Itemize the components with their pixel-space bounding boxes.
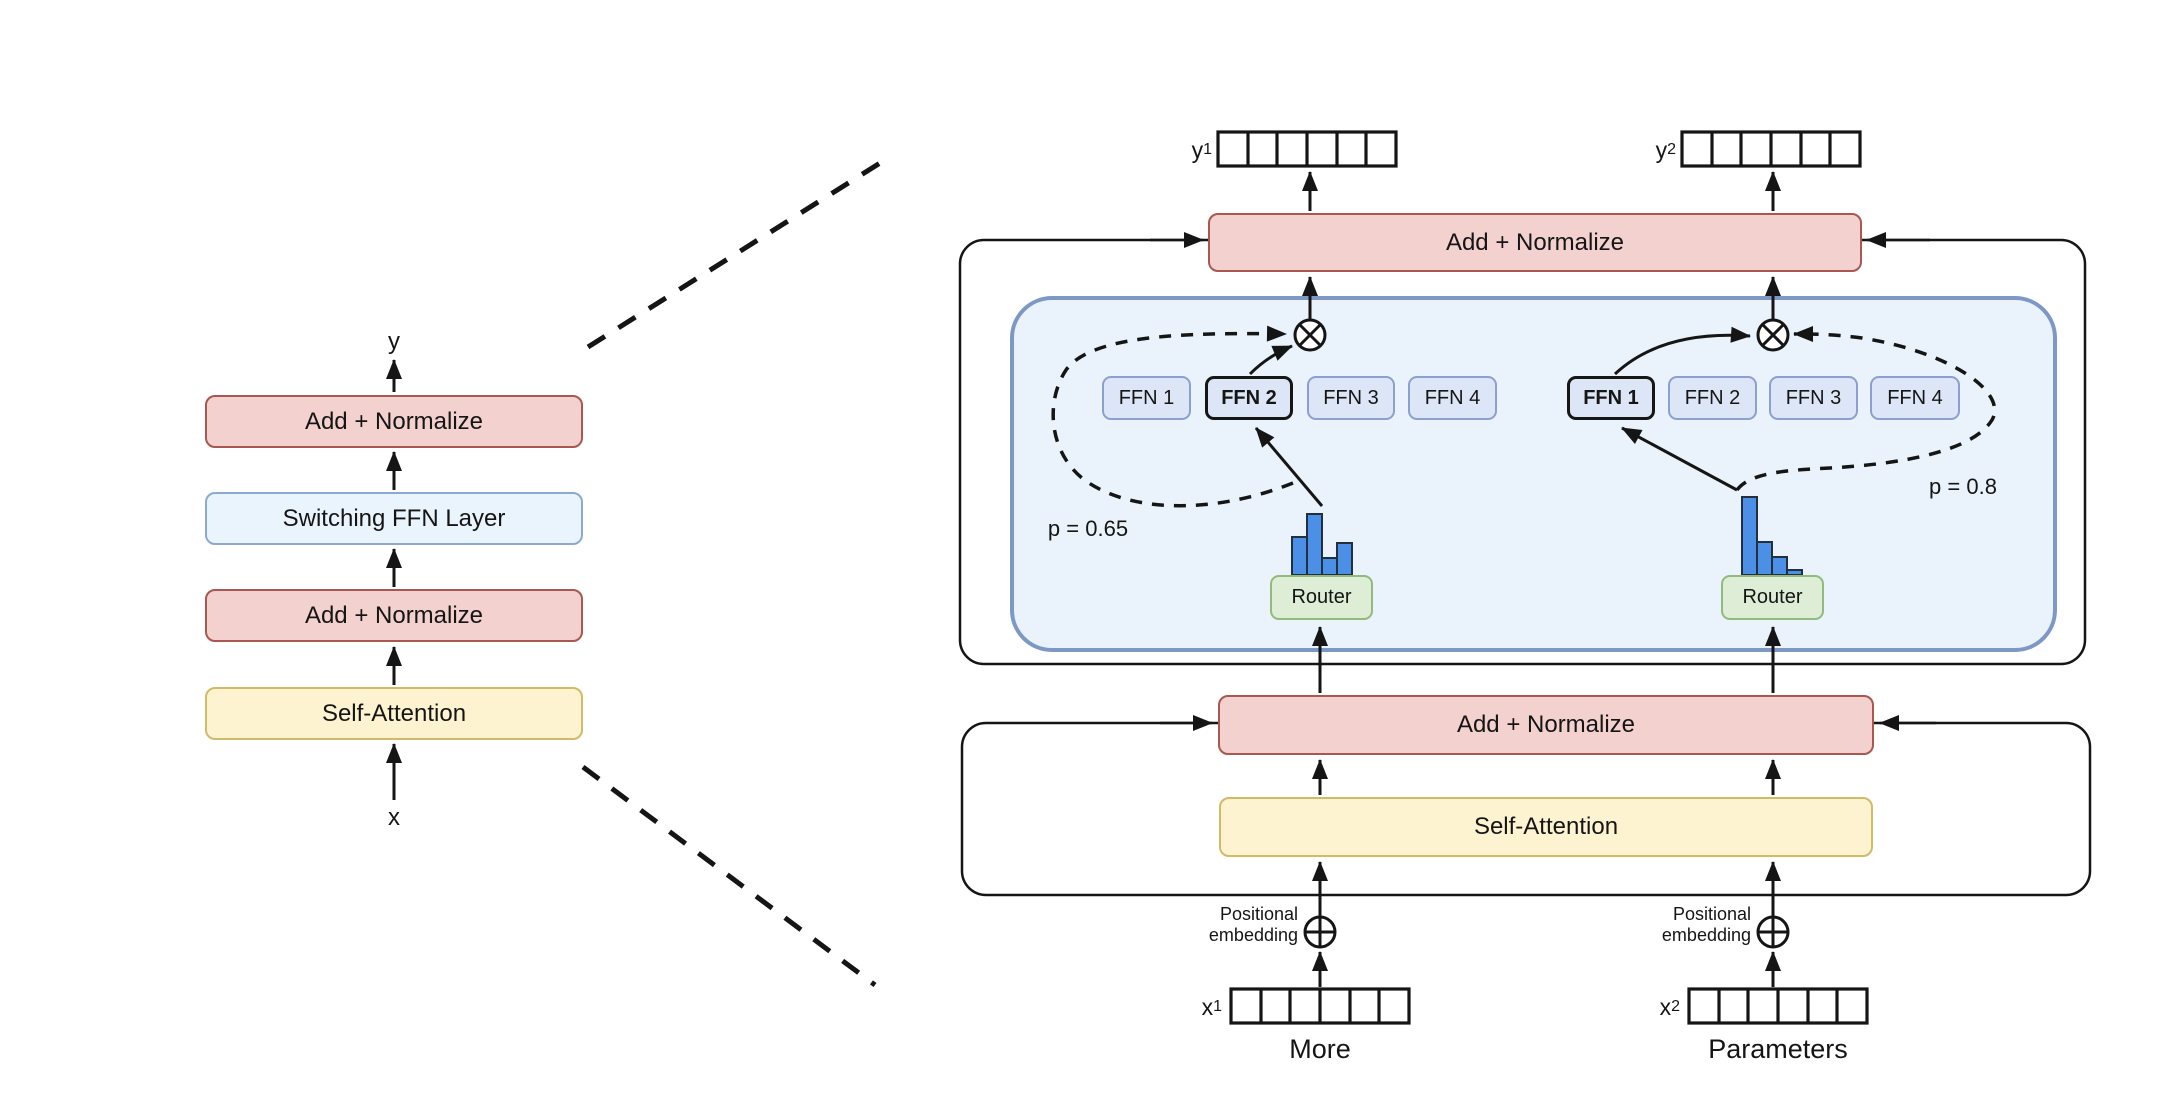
multiply-icon bbox=[1293, 318, 1790, 352]
expert-ffn4-right: FFN 4 bbox=[1870, 376, 1960, 420]
left-input-label: x bbox=[388, 804, 400, 831]
expert-ffn2-right: FFN 2 bbox=[1668, 376, 1757, 420]
zoom-connector-top bbox=[586, 155, 890, 350]
expert-ffn2-left-selected: FFN 2 bbox=[1205, 376, 1293, 420]
y1-base: y bbox=[1191, 136, 1204, 163]
switching-ffn-layer-container bbox=[1010, 296, 2057, 652]
right-mid-add-normalize: Add + Normalize bbox=[1218, 695, 1874, 755]
x1-base: x bbox=[1201, 993, 1214, 1020]
positional-embedding-label-left: Positional embedding bbox=[1208, 904, 1298, 945]
y2-token-vector bbox=[1680, 130, 1862, 168]
router-histogram-2 bbox=[1741, 496, 1803, 576]
y1-token-vector bbox=[1216, 130, 1398, 168]
x2-token-vector bbox=[1687, 987, 1869, 1025]
x2-base: x bbox=[1659, 993, 1672, 1020]
left-block-add-normalize-bottom: Add + Normalize bbox=[205, 589, 583, 642]
positional-embedding-label-right: Positional embedding bbox=[1661, 904, 1751, 945]
gate-probability-label-right: p = 0.8 bbox=[1929, 474, 1997, 499]
expert-ffn3-left: FFN 3 bbox=[1307, 376, 1395, 420]
expert-ffn3-right: FFN 3 bbox=[1769, 376, 1858, 420]
routing-arrows bbox=[1248, 326, 1751, 507]
left-block-add-normalize-top: Add + Normalize bbox=[205, 395, 583, 448]
zoom-connector-bottom bbox=[581, 764, 877, 988]
left-block-self-attention: Self-Attention bbox=[205, 687, 583, 740]
expert-ffn1-left: FFN 1 bbox=[1102, 376, 1191, 420]
router-left: Router bbox=[1270, 575, 1373, 620]
left-output-label: y bbox=[388, 328, 400, 355]
right-self-attention: Self-Attention bbox=[1219, 797, 1873, 857]
right-top-add-normalize: Add + Normalize bbox=[1208, 213, 1862, 272]
gate-probability-label-left: p = 0.65 bbox=[1047, 516, 1129, 541]
x1-token-vector bbox=[1229, 987, 1411, 1025]
router-right: Router bbox=[1721, 575, 1824, 620]
caption-parameters: Parameters bbox=[1708, 1033, 1848, 1064]
left-block-switching-ffn-layer: Switching FFN Layer bbox=[205, 492, 583, 545]
expert-ffn1-right-selected: FFN 1 bbox=[1567, 376, 1655, 420]
token-column-arrows bbox=[1302, 171, 1781, 987]
gate-probability-curve-right bbox=[1735, 326, 1997, 492]
router-histogram-1 bbox=[1291, 513, 1353, 576]
expert-ffn4-left: FFN 4 bbox=[1408, 376, 1497, 420]
gate-probability-curve-left bbox=[1051, 325, 1294, 508]
add-icon bbox=[1303, 915, 1790, 949]
upper-residual-loop bbox=[958, 238, 2087, 666]
y2-base: y bbox=[1655, 136, 1668, 163]
caption-more: More bbox=[1289, 1033, 1351, 1064]
